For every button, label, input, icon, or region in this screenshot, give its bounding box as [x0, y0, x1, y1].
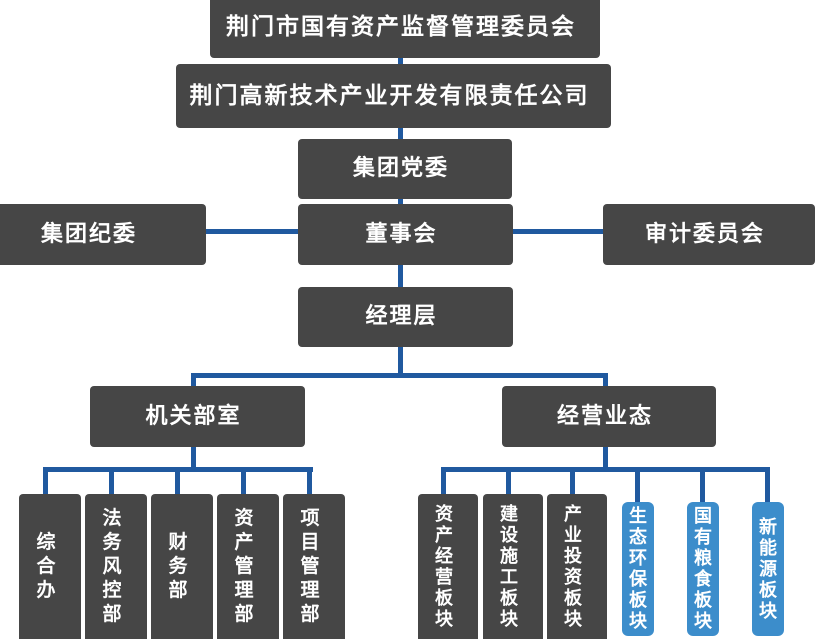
connector-line — [493, 229, 615, 234]
connector-line — [506, 470, 511, 503]
node-label: 财务部 — [168, 532, 188, 601]
business-node: 产业投资板块 — [547, 494, 607, 639]
dept-node: 项目管理部 — [283, 494, 345, 639]
connector-line — [191, 373, 608, 378]
node-label: 机关部室 — [145, 402, 242, 428]
node-label: 经营业态 — [556, 402, 653, 428]
connector-line — [307, 470, 312, 503]
node-label: 荆门市国有资产监督管理委员会 — [226, 12, 576, 39]
connector-line — [43, 470, 48, 503]
node-label: 建设施工板块 — [500, 504, 518, 629]
business-node: 新能源板块 — [752, 502, 784, 636]
node-audit-committee: 审计委员会 — [603, 204, 815, 265]
connector-line — [43, 467, 313, 472]
business-node: 建设施工板块 — [483, 494, 543, 639]
node-label: 资产管理部 — [234, 508, 254, 625]
node-label: 集团纪委 — [40, 220, 137, 246]
connector-line — [241, 470, 246, 503]
connector-line — [570, 470, 575, 503]
connector-line — [398, 332, 403, 375]
node-sasac: 荆门市国有资产监督管理委员会 — [210, 0, 600, 58]
node-label: 项目管理部 — [300, 508, 320, 625]
node-label: 生态环保板块 — [629, 506, 647, 631]
node-departments-branch: 机关部室 — [90, 386, 305, 447]
business-node: 生态环保板块 — [622, 502, 654, 636]
connector-line — [398, 249, 403, 297]
node-label: 审计委员会 — [644, 220, 765, 246]
node-label: 新能源板块 — [759, 516, 777, 621]
node-label: 综合办 — [36, 532, 56, 601]
connector-line — [175, 470, 180, 503]
node-company: 荆门高新技术产业开发有限责任公司 — [176, 64, 611, 128]
dept-node: 财务部 — [151, 494, 213, 639]
connector-line — [109, 470, 114, 503]
connector-line — [186, 229, 310, 234]
node-label: 法务风控部 — [102, 508, 122, 625]
node-label: 董事会 — [365, 220, 438, 246]
node-label: 产业投资板块 — [564, 504, 582, 629]
node-label: 国有粮食板块 — [694, 506, 712, 631]
dept-node: 综合办 — [19, 494, 81, 639]
node-board: 董事会 — [298, 204, 513, 265]
node-label: 集团党委 — [352, 155, 449, 180]
connector-line — [700, 470, 705, 503]
connector-line — [441, 470, 446, 503]
connector-line — [398, 44, 403, 75]
connector-line — [765, 470, 770, 503]
node-business-branch: 经营业态 — [502, 386, 716, 447]
node-label: 荆门高新技术产业开发有限责任公司 — [189, 82, 590, 108]
connector-line — [441, 467, 770, 472]
business-node: 资产经营板块 — [418, 494, 478, 639]
connector-line — [635, 470, 640, 503]
node-discipline-committee: 集团纪委 — [0, 204, 206, 265]
node-management: 经理层 — [298, 287, 513, 347]
node-label: 经理层 — [365, 303, 438, 328]
node-label: 资产经营板块 — [435, 504, 453, 629]
connector-line — [398, 113, 403, 149]
business-node: 国有粮食板块 — [687, 502, 719, 636]
dept-node: 法务风控部 — [85, 494, 147, 639]
connector-line — [603, 432, 608, 469]
connector-line — [398, 184, 403, 214]
node-party-committee: 集团党委 — [298, 139, 512, 199]
dept-node: 资产管理部 — [217, 494, 279, 639]
connector-line — [191, 432, 196, 469]
